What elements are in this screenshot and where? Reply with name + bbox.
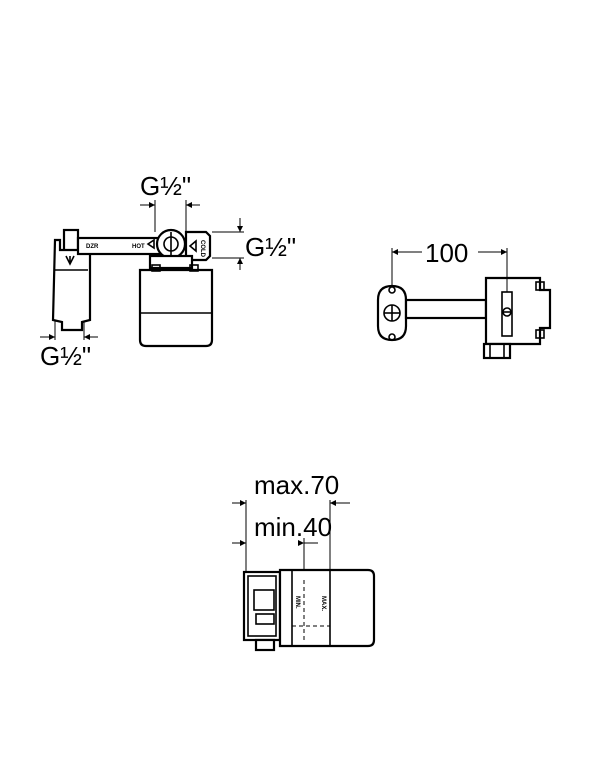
dim-arrow (237, 226, 243, 232)
mark-hot: HOT (132, 244, 145, 250)
dim-arrow (49, 334, 55, 340)
front-view: DZR HOT COLD G½" G½" (40, 171, 296, 371)
plate-block (253, 589, 275, 611)
mark-left: DZR (86, 244, 99, 250)
mark-cold: COLD (199, 240, 205, 258)
dim-arrow (240, 540, 246, 546)
dim-arrow (330, 500, 336, 506)
wall-plate-inner (247, 575, 277, 637)
dim-arrow (392, 249, 398, 255)
dim-arrow (237, 258, 243, 264)
left-inlet-cap (62, 228, 80, 254)
left-inlet-body (51, 238, 92, 332)
body-tab (535, 281, 545, 291)
mark-min: MIN. (294, 596, 300, 609)
right-body (484, 276, 552, 346)
left-flow-arrow-icon (65, 255, 75, 266)
dim-label-min: min.40 (254, 512, 332, 542)
dim-arrow (298, 540, 304, 546)
dim-arrow (186, 202, 192, 208)
dim-arrow (501, 249, 507, 255)
thread-label-right: G½" (245, 232, 296, 262)
hot-arrow-icon (146, 238, 155, 250)
screw-hole (388, 333, 396, 341)
dim-arrow (84, 334, 90, 340)
dim-arrow (149, 202, 155, 208)
screw-hole (388, 286, 396, 294)
bottom-fitting (254, 638, 276, 652)
body-nut-right (189, 264, 199, 272)
body-outlet (482, 342, 512, 360)
body-neck (148, 254, 194, 270)
dim-arrow (240, 500, 246, 506)
side-view: MIN. MAX. max.70 min.40 (232, 470, 376, 652)
thread-label-left: G½" (40, 341, 91, 371)
thermostat-body (138, 268, 214, 348)
cold-arrow-icon (188, 239, 197, 253)
thread-label-top: G½" (140, 171, 191, 201)
mark-max: MAX. (320, 596, 326, 611)
plate-block (255, 613, 275, 625)
connecting-bar (404, 298, 488, 320)
body-tab (535, 329, 545, 339)
top-view: 100 (376, 238, 552, 360)
body-nut-left (151, 264, 161, 272)
dim-label-max: max.70 (254, 470, 339, 500)
dim-label-100: 100 (425, 238, 468, 268)
